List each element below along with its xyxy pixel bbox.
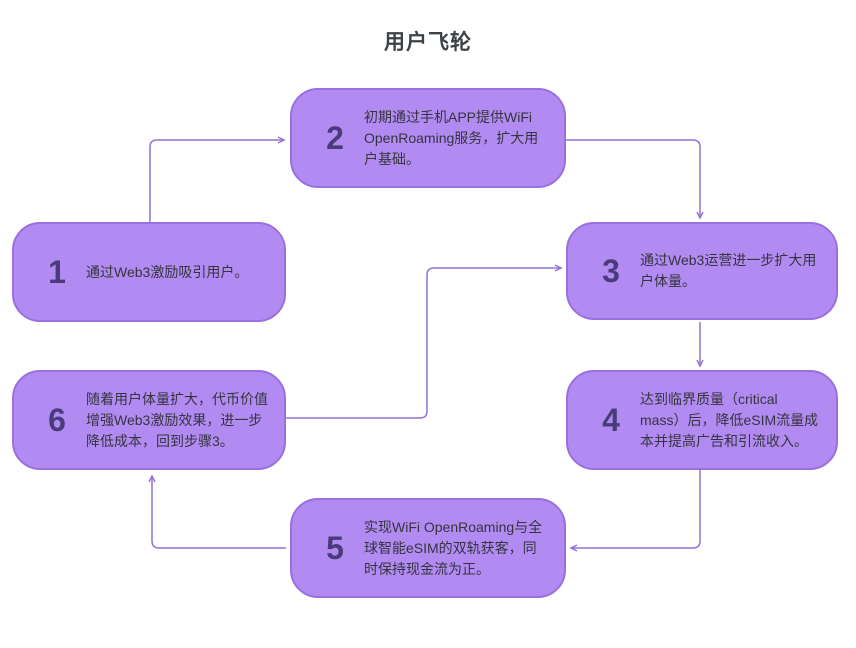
- step-text: 初期通过手机APP提供WiFi OpenRoaming服务，扩大用户基础。: [364, 108, 539, 167]
- step-number: 4: [602, 401, 620, 438]
- flow-box-step-2: 2 初期通过手机APP提供WiFi OpenRoaming服务，扩大用户基础。: [290, 88, 566, 188]
- step-text: 随着用户体量扩大，代币价值增强Web3激励效果，进一步降低成本，回到步骤3。: [86, 390, 268, 449]
- flow-box-step-4: 4 达到临界质量（critical mass）后，降低eSIM流量成本并提高广告…: [566, 370, 838, 470]
- step-number: 3: [602, 252, 620, 289]
- connector-5-to-6: [148, 474, 286, 549]
- step-text: 达到临界质量（critical mass）后，降低eSIM流量成本并提高广告和引…: [640, 390, 819, 449]
- flow-box-step-3: 3 通过Web3运营进一步扩大用户体量。: [566, 222, 838, 320]
- step-number: 1: [48, 253, 66, 290]
- flow-box-step-1: 1 通过Web3激励吸引用户。: [12, 222, 286, 322]
- diagram-title: 用户飞轮: [384, 31, 472, 54]
- step-number: 5: [326, 529, 344, 566]
- step-number: 6: [48, 401, 66, 438]
- flow-box-step-6: 6 随着用户体量扩大，代币价值增强Web3激励效果，进一步降低成本，回到步骤3。: [12, 370, 286, 470]
- connector-6-to-3: [286, 264, 563, 419]
- connector-1-to-2: [149, 136, 286, 222]
- flow-box-step-5: 5 实现WiFi OpenRoaming与全球智能eSIM的双轨获客，同时保持现…: [290, 498, 566, 598]
- connector-4-to-5: [569, 470, 701, 552]
- connector-2-to-3: [566, 139, 704, 220]
- step-text: 通过Web3运营进一步扩大用户体量。: [640, 252, 817, 289]
- step-number: 2: [326, 119, 344, 156]
- step-text: 实现WiFi OpenRoaming与全球智能eSIM的双轨获客，同时保持现金流…: [364, 518, 543, 577]
- step-text: 通过Web3激励吸引用户。: [86, 263, 249, 280]
